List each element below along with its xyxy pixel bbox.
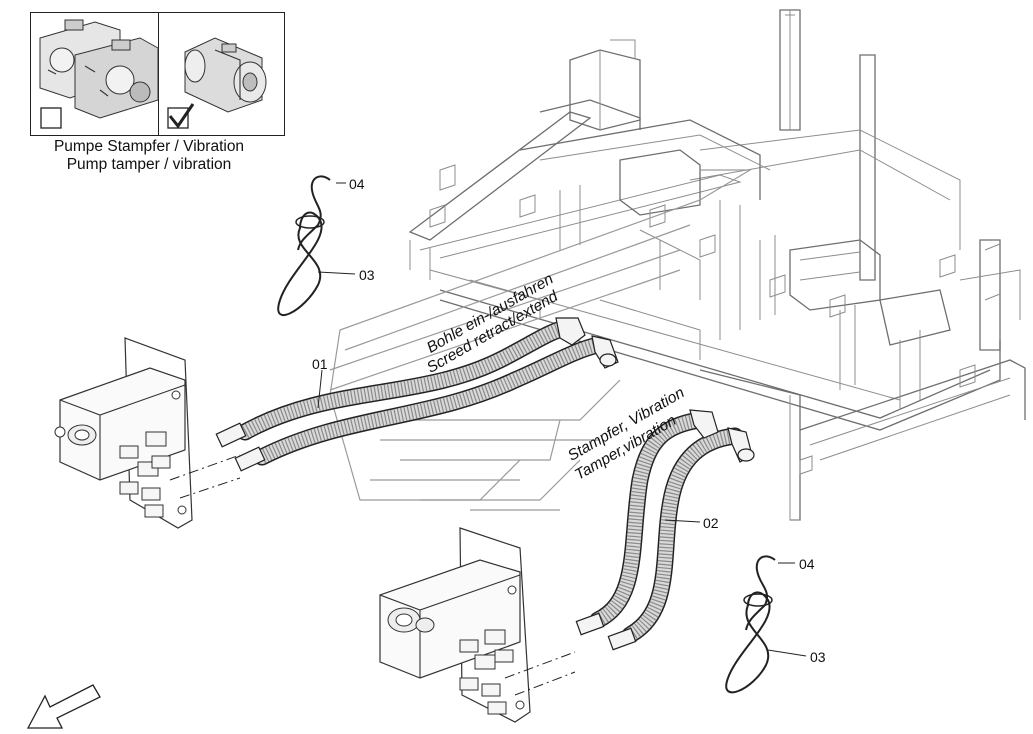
callout-hose-01: 01 (312, 356, 328, 372)
caption-german: Pumpe Stampfer / Vibration (53, 138, 245, 155)
option-a-checkbox[interactable] (40, 107, 62, 129)
leader-line (317, 271, 356, 275)
lower-valve-block (379, 527, 576, 723)
single-pump-thumbnail (184, 37, 267, 113)
callout-hook-04-upper: 04 (349, 176, 365, 192)
hanger-set-lower (725, 555, 776, 694)
direction-arrow-icon (26, 684, 101, 729)
machine-frame (408, 9, 1026, 521)
callout-hose-02: 02 (703, 515, 719, 531)
double-pump-thumbnail (39, 19, 159, 119)
leader-line (317, 369, 323, 409)
callout-hook-04-lower: 04 (799, 556, 815, 572)
upper-valve-block (54, 337, 241, 529)
hose-assembly-02 (575, 409, 755, 651)
callout-loop-03-lower: 03 (810, 649, 826, 665)
leader-line (664, 519, 701, 523)
caption-english: Pump tamper / vibration (66, 156, 232, 173)
background-watermark (329, 169, 753, 511)
hose-assembly-01 (215, 317, 619, 472)
leader-line (767, 649, 807, 657)
legend-caption: Pumpe Stampfer / Vibration Pump tamper /… (18, 138, 280, 174)
hanger-set-upper (277, 175, 331, 317)
callout-loop-03-upper: 03 (359, 267, 375, 283)
checkmark-icon (168, 103, 195, 129)
